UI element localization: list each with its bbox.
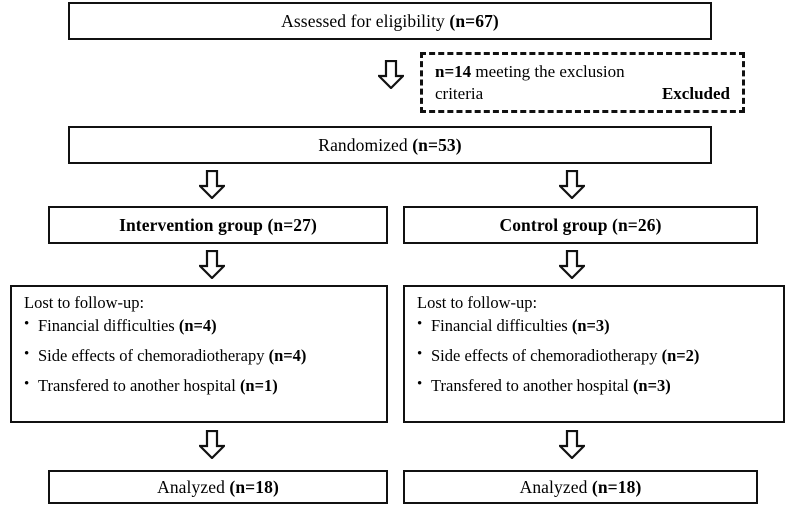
- node-randomized-count: (n=53): [412, 134, 462, 155]
- node-analyzed-intervention: Analyzed (n=18): [48, 470, 388, 504]
- node-assessed-for-eligibility: Assessed for eligibility (n=67): [68, 2, 712, 40]
- node-excluded: n=14 meeting the exclusion criteria Excl…: [420, 52, 745, 113]
- node-intervention-group: Intervention group (n=27): [48, 206, 388, 244]
- node-randomized: Randomized (n=53): [68, 126, 712, 164]
- node-analyzed-intervention-count: (n=18): [229, 476, 279, 497]
- ltfu-intervention-heading: Lost to follow-up:: [24, 293, 145, 312]
- arrow-control-to-ltfu-icon: [559, 250, 585, 279]
- list-item: Transfered to another hospital (n=1): [24, 376, 376, 395]
- node-analyzed-control-count: (n=18): [591, 476, 642, 497]
- arrow-randomized-to-control-icon: [559, 170, 585, 199]
- arrow-ltfu-to-analyzed-control-icon: [559, 430, 585, 459]
- ltfu-intervention-list: Financial difficulties (n=4) Side effect…: [22, 316, 376, 395]
- node-randomized-label: Randomized (n=53): [318, 134, 462, 155]
- node-excluded-content: n=14 meeting the exclusion criteria Excl…: [423, 59, 742, 106]
- arrow-to-excluded-icon: [378, 60, 404, 89]
- node-assessed-label: Assessed for eligibility (n=67): [281, 10, 499, 31]
- node-lost-to-followup-intervention: Lost to follow-up: Financial difficultie…: [10, 285, 388, 423]
- node-excluded-criteria: criteria: [435, 83, 484, 103]
- node-excluded-line2: criteria Excluded: [435, 83, 734, 104]
- list-item: Side effects of chemoradiotherapy (n=4): [24, 346, 376, 365]
- arrow-randomized-to-intervention-icon: [199, 170, 225, 199]
- node-assessed-count: (n=67): [449, 10, 499, 31]
- ltfu-control-list: Financial difficulties (n=3) Side effect…: [415, 316, 773, 395]
- node-control-group-label: Control group (n=26): [499, 214, 662, 235]
- node-lost-to-followup-control: Lost to follow-up: Financial difficultie…: [403, 285, 785, 423]
- ltfu-control-heading: Lost to follow-up:: [417, 293, 538, 312]
- list-item: Financial difficulties (n=4): [24, 316, 376, 335]
- node-control-group: Control group (n=26): [403, 206, 758, 244]
- node-analyzed-control-label: Analyzed (n=18): [519, 476, 642, 497]
- arrow-ltfu-to-analyzed-intervention-icon: [199, 430, 225, 459]
- node-excluded-line1: n=14 meeting the exclusion: [435, 62, 625, 82]
- arrow-intervention-to-ltfu-icon: [199, 250, 225, 279]
- node-excluded-badge: Excluded: [661, 83, 730, 103]
- node-analyzed-intervention-label: Analyzed (n=18): [157, 476, 279, 497]
- node-analyzed-control: Analyzed (n=18): [403, 470, 758, 504]
- node-excluded-count: n=14: [435, 62, 472, 82]
- list-item: Side effects of chemoradiotherapy (n=2): [417, 346, 773, 365]
- node-intervention-group-label: Intervention group (n=27): [119, 214, 317, 235]
- list-item: Transfered to another hospital (n=3): [417, 376, 773, 395]
- list-item: Financial difficulties (n=3): [417, 316, 773, 335]
